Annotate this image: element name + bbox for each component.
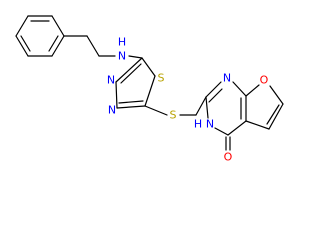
amine-n-label: N	[118, 50, 126, 63]
bond-o-c6	[269, 85, 284, 105]
ring-nitrogen-3-label: N	[107, 74, 115, 87]
bond-c2-n1	[205, 81, 222, 98]
bond-s-c-ring	[144, 75, 156, 107]
bond-nh-c2	[205, 96, 209, 119]
ring-nitrogen-4-label: N	[108, 104, 116, 117]
molecule-svg: N H S N N S N O N H O	[15, 15, 284, 164]
bond-c6-c5-double	[266, 104, 280, 125]
bond-phenyl-4	[51, 35, 65, 57]
bond-nh-c	[128, 55, 143, 59]
bond-c4-nh	[214, 127, 229, 136]
bond-phenyl-3	[51, 15, 65, 37]
bond-phenyl-inner-2	[48, 35, 59, 52]
bond-phenyl-6	[15, 35, 29, 57]
bond-chain-2	[86, 35, 100, 57]
bond-n3-c-double	[120, 63, 142, 84]
bond-c6-c5	[268, 103, 284, 130]
pyrimidine-nh-h-label: H	[194, 118, 202, 131]
bond-c-n4-double	[118, 100, 144, 104]
bond-n1-c7a	[232, 81, 247, 97]
amine-h-label: H	[118, 36, 126, 49]
bond-c-s	[144, 105, 168, 116]
pyrimidine-n1-label: N	[223, 72, 231, 85]
bond-c2-n1-double	[208, 88, 223, 103]
bond-c5-c4a	[245, 120, 270, 130]
molecule-diagram: N H S N N S N O N H O	[15, 15, 284, 164]
bond-c-n4	[116, 105, 146, 109]
bond-phenyl-1	[15, 15, 29, 37]
bond-c4a-c4	[227, 120, 247, 136]
bonds	[15, 15, 284, 151]
bond-n3-c	[115, 57, 143, 83]
ring-sulfur-label: S	[158, 72, 165, 85]
bond-c7a-o	[245, 84, 260, 97]
bond-ch2-c2	[195, 96, 207, 116]
bond-phenyl-inner-3	[20, 35, 31, 52]
bond-n4-n3	[115, 81, 118, 109]
carbonyl-oxygen-label: O	[224, 151, 233, 164]
pyrimidine-nh-label: N	[206, 118, 214, 131]
bond-c-s-ring	[141, 57, 156, 77]
furan-oxygen-label: O	[260, 74, 269, 87]
atom-labels: N H S N N S N O N H O	[107, 36, 269, 164]
thioether-sulfur-label: S	[170, 109, 177, 122]
